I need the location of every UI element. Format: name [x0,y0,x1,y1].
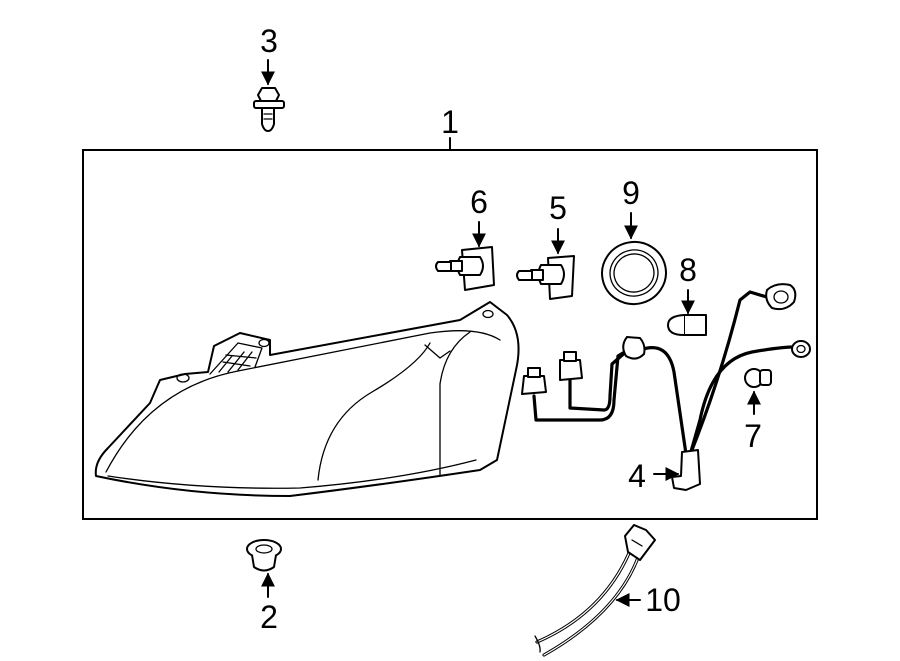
bulb-7-part [744,368,772,388]
wiring-harness-part [521,283,811,491]
callout-10: 10 [645,582,681,618]
callout-9: 9 [622,175,640,211]
callout-8: 8 [679,252,697,288]
socket-harness-part [534,524,656,657]
nut-part [246,539,282,572]
callout-7: 7 [744,418,762,454]
callout-4: 4 [628,458,646,494]
bulb-5-part [516,255,575,300]
bulb-6-part [435,246,495,291]
callout-3: 3 [260,23,278,59]
bolt-part [253,87,285,132]
bulb-8-part [667,314,707,336]
headlamp-assembly [94,301,520,497]
callout-6: 6 [470,184,488,220]
callout-5: 5 [549,190,567,226]
seal-ring-part [601,240,667,306]
callout-2: 2 [260,599,278,635]
callout-1: 1 [441,104,459,140]
